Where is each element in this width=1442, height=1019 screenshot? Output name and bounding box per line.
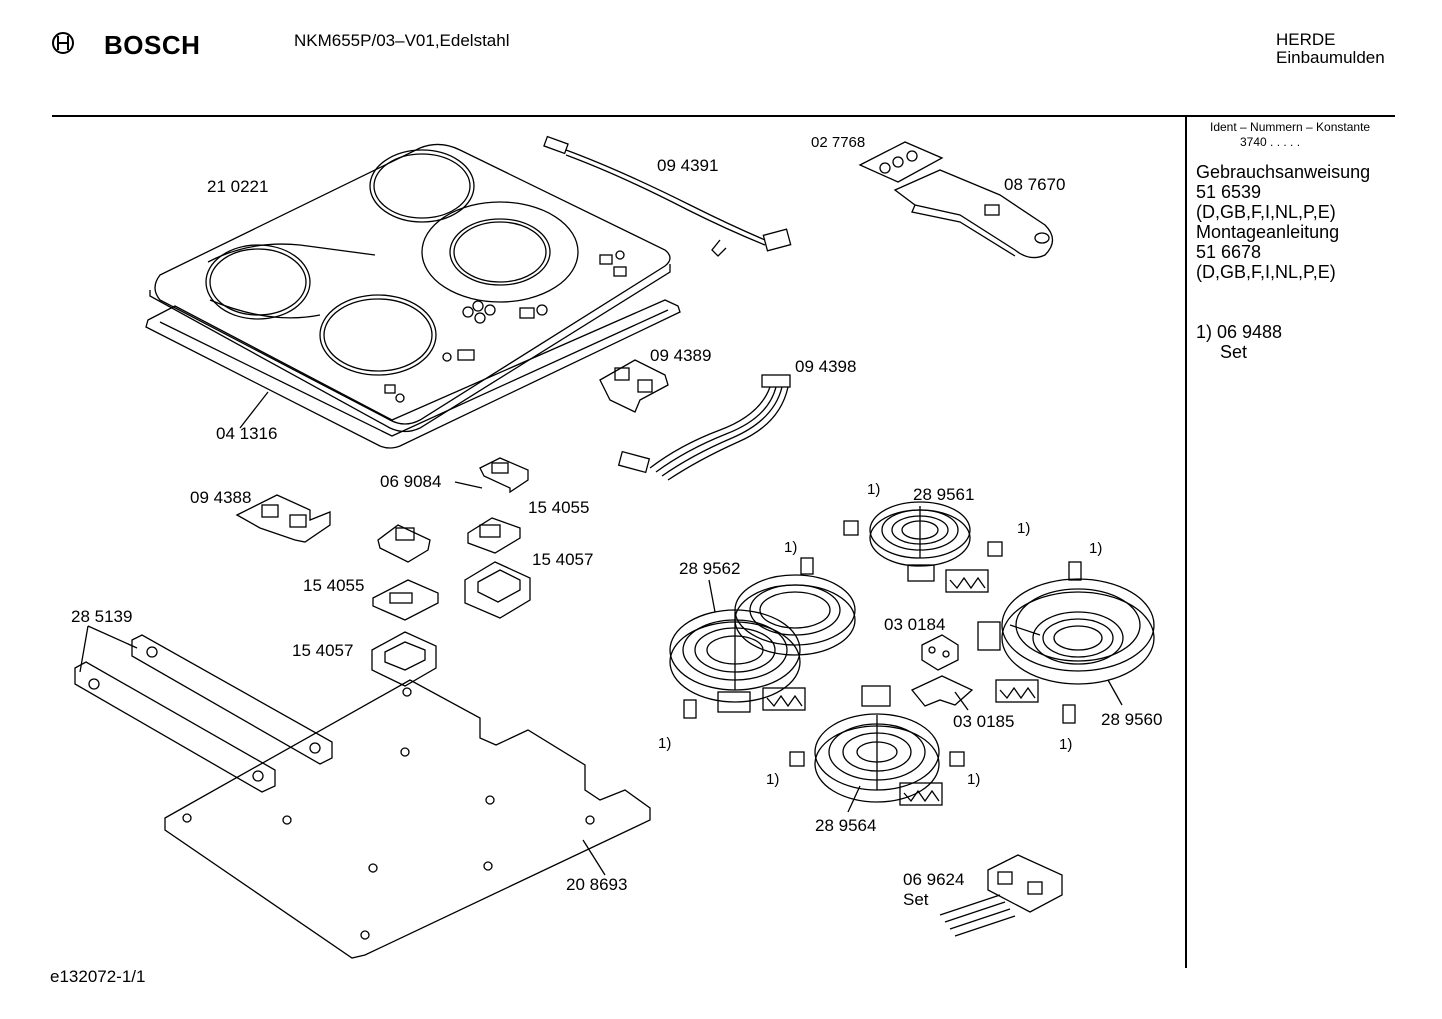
ribbon-cable-094398 — [617, 374, 791, 481]
holder-154057a — [464, 561, 531, 619]
holder-154057b — [371, 631, 437, 687]
footnote-marker: 1) — [1017, 520, 1031, 537]
cable-094391 — [543, 135, 792, 257]
part-label: Set — [903, 890, 929, 909]
part-label: 09 4391 — [657, 156, 719, 175]
doc-line-4: Montageanleitung — [1196, 222, 1340, 242]
part-label: 20 8693 — [566, 875, 628, 894]
footnote-marker: 1) — [1089, 540, 1103, 557]
pcb-094389 — [599, 359, 669, 413]
heater-289564 — [814, 685, 940, 803]
footnote-marker: 1) — [784, 539, 798, 556]
thermal-symbol-icon — [762, 569, 1039, 806]
part-label: 08 7670 — [1004, 175, 1066, 194]
bracket-030185 — [910, 675, 974, 707]
part-label: 28 9561 — [913, 485, 975, 504]
bosch-armature-icon — [52, 32, 74, 54]
part-label: 06 9084 — [380, 472, 442, 491]
footnote-marker: 1) — [658, 735, 672, 752]
part-label: 15 4057 — [292, 641, 354, 660]
doc-line-1: Gebrauchsanweisung — [1196, 162, 1371, 182]
heater-289562 — [669, 574, 856, 713]
part-label: 28 9564 — [815, 816, 877, 835]
part-label: 21 0221 — [207, 177, 269, 196]
part-label: 09 4398 — [795, 357, 857, 376]
part-label: 28 9562 — [679, 559, 741, 578]
part-label: 28 9560 — [1101, 710, 1163, 729]
part-label: 09 4388 — [190, 488, 252, 507]
part-label: 06 9624 — [903, 870, 965, 889]
part-label: 03 0184 — [884, 615, 946, 634]
footnote-ref: 1) 06 9488 — [1196, 322, 1283, 342]
connector-clip-icon — [683, 520, 1082, 767]
bracket-027768 — [858, 141, 944, 183]
footnote-text: Set — [1220, 342, 1248, 362]
terminal-block-069624 — [939, 854, 1063, 937]
footnote-marker: 1) — [867, 481, 881, 498]
part-label: 02 7768 — [811, 134, 866, 151]
part-label: 03 0185 — [953, 712, 1015, 731]
part-label: 28 5139 — [71, 607, 133, 626]
doc-line-2: 51 6539 — [1196, 182, 1262, 202]
limiter-030184 — [921, 634, 959, 671]
cooktop-glass — [149, 143, 671, 433]
brand-name: BOSCH — [104, 30, 201, 60]
display-module-069084 — [377, 457, 529, 563]
ident-title: Ident – Nummern – Konstante — [1210, 120, 1371, 134]
footnote-marker: 1) — [1059, 736, 1073, 753]
part-label: 09 4389 — [650, 346, 712, 365]
pcb-094388 — [235, 494, 331, 543]
doc-line-5: 51 6678 — [1196, 242, 1262, 262]
base-plate-208693 — [164, 679, 651, 959]
ident-value: 3740 . . . . . — [1240, 135, 1301, 149]
doc-line-6: (D,GB,F,I,NL,P,E) — [1196, 262, 1336, 282]
part-label: 04 1316 — [216, 424, 278, 443]
drawing-code: e132072-1/1 — [50, 967, 146, 986]
scraper-087670 — [893, 169, 1054, 259]
frame-seal — [145, 299, 681, 449]
heater-289561 — [869, 501, 971, 582]
part-label: 15 4057 — [532, 550, 594, 569]
holder-154055b — [372, 579, 439, 621]
category-line2: Einbaumulden — [1276, 48, 1385, 67]
footnote-marker: 1) — [766, 771, 780, 788]
rail-285139 — [74, 634, 333, 793]
part-label: 15 4055 — [303, 576, 365, 595]
footnote-marker: 1) — [967, 771, 981, 788]
doc-line-3: (D,GB,F,I,NL,P,E) — [1196, 202, 1336, 222]
category-line1: HERDE — [1276, 30, 1336, 49]
model-title: NKM655P/03–V01,Edelstahl — [294, 31, 510, 50]
part-label: 15 4055 — [528, 498, 590, 517]
holder-154055a — [467, 517, 521, 554]
heater-289560 — [977, 578, 1155, 685]
